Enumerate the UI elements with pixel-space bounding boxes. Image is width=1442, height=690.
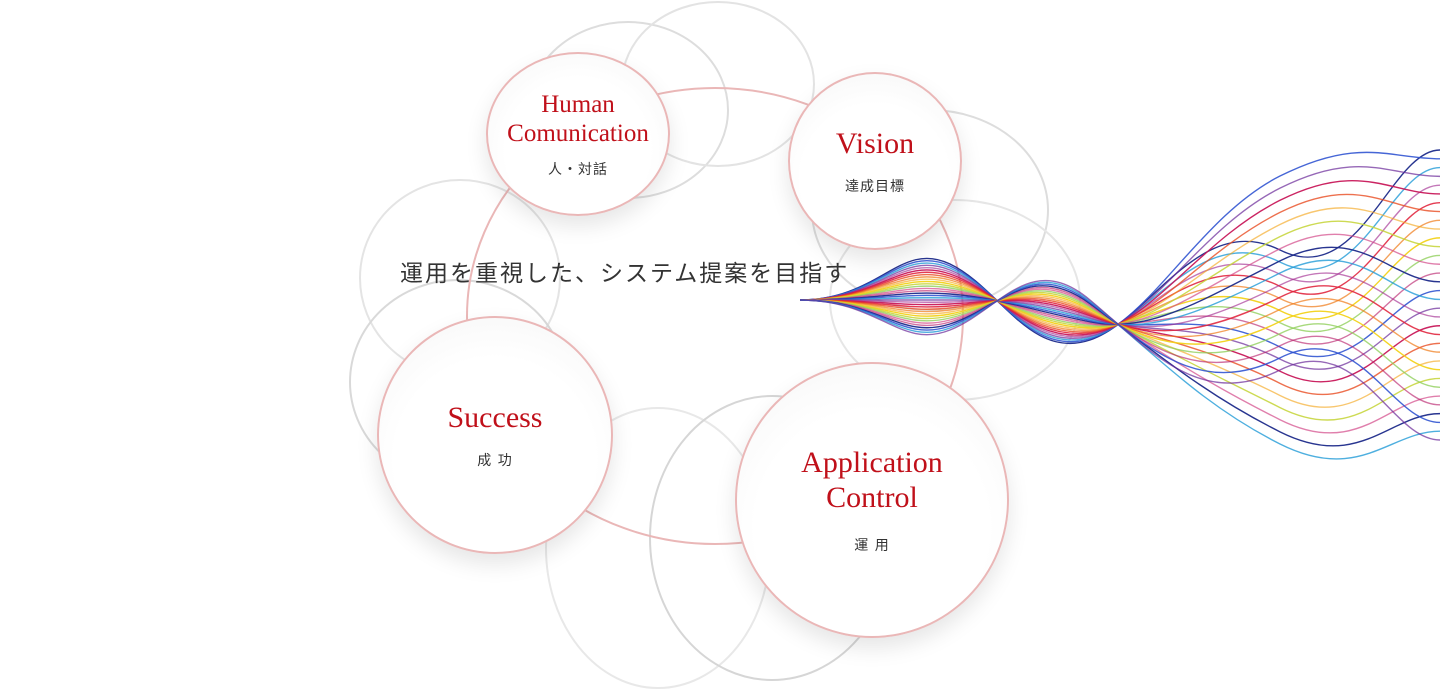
flow-line — [799, 220, 1441, 328]
flow-line — [799, 279, 1441, 441]
flow-line — [799, 180, 1441, 336]
flow-line — [799, 281, 1441, 460]
flow-line — [799, 285, 1441, 447]
flow-line — [799, 285, 1441, 336]
flow-line — [799, 294, 1441, 408]
node-subtitle: 人・対話 — [548, 161, 608, 178]
node-title: Vision — [835, 127, 915, 161]
flow-line — [799, 207, 1441, 330]
flow-line — [799, 297, 1441, 396]
node-title: Application Control — [801, 445, 943, 514]
flow-line — [799, 288, 1441, 434]
flow-line — [799, 233, 1441, 326]
flow-line — [799, 149, 1441, 345]
node-success: Success 成 功 — [377, 316, 613, 554]
node-title: Success — [447, 401, 543, 435]
node-application-control: Application Control 運 用 — [735, 362, 1009, 638]
node-vision: Vision 達成目標 — [788, 72, 962, 250]
node-subtitle: 運 用 — [854, 538, 890, 555]
node-subtitle: 達成目標 — [845, 178, 905, 195]
node-subtitle: 成 功 — [477, 452, 513, 469]
node-title: Human Comunication — [507, 90, 649, 148]
flow-line — [799, 151, 1441, 343]
tagline: 運用を重視した、システム提案を目指す — [400, 261, 850, 287]
node-human-communication: Human Comunication 人・対話 — [486, 52, 670, 216]
flow-line — [799, 166, 1441, 339]
flow-line — [799, 193, 1441, 333]
